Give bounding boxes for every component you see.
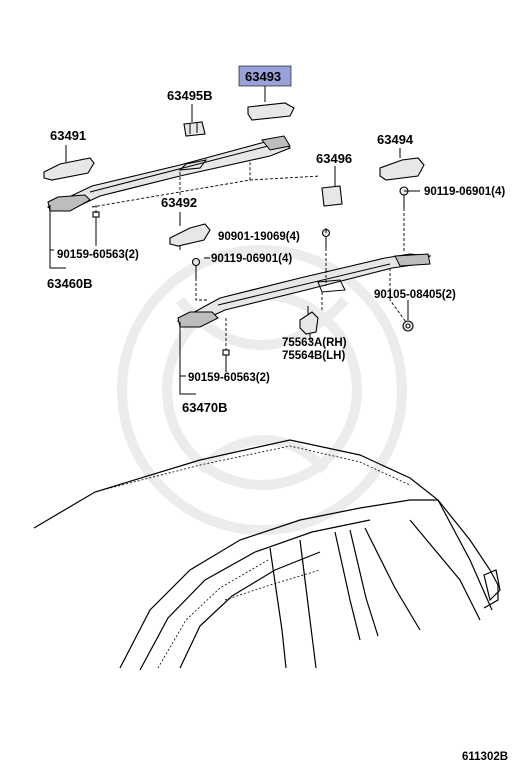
end-cover-63493[interactable] xyxy=(247,102,295,121)
highlight-box xyxy=(238,65,292,87)
clip-63496[interactable] xyxy=(321,185,343,207)
label-90159-60563-lower[interactable]: 90159-60563(2) xyxy=(188,372,270,384)
label-63495b[interactable]: 63495B xyxy=(167,88,213,103)
label-63470b[interactable]: 63470B xyxy=(182,400,228,415)
label-90159-60563-upper[interactable]: 90159-60563(2) xyxy=(57,249,139,261)
bolt-icon xyxy=(399,186,409,208)
label-75564b[interactable]: 75564B(LH) xyxy=(282,350,345,362)
label-90105-08405[interactable]: 90105-08405(2) xyxy=(374,289,456,301)
label-75563a[interactable]: 75563A(RH) xyxy=(282,337,347,349)
vehicle-outline xyxy=(33,439,501,671)
clip-63495b[interactable] xyxy=(183,121,206,137)
roof-rail-upper[interactable] xyxy=(46,135,291,212)
figure-code: 611302B xyxy=(462,751,508,763)
end-cover-63491[interactable] xyxy=(43,157,95,181)
label-90119-06901-mid[interactable]: 90119-06901(4) xyxy=(211,253,292,265)
label-63493[interactable]: 63493 xyxy=(245,69,281,84)
label-63460b[interactable]: 63460B xyxy=(47,276,93,291)
label-90901-19069[interactable]: 90901-19069(4) xyxy=(218,231,300,243)
screw-icon xyxy=(92,211,100,232)
label-63496[interactable]: 63496 xyxy=(316,151,352,166)
bolt-icon xyxy=(191,257,201,278)
bracket-icon[interactable] xyxy=(299,306,319,335)
label-90119-06901-top[interactable]: 90119-06901(4) xyxy=(424,186,505,198)
label-63491[interactable]: 63491 xyxy=(50,128,86,143)
nut-icon xyxy=(402,320,414,332)
label-63494[interactable]: 63494 xyxy=(377,132,414,147)
end-cover-63492[interactable] xyxy=(169,223,211,247)
roof-rail-lower[interactable] xyxy=(176,253,432,328)
screw-icon xyxy=(222,349,230,368)
label-63492[interactable]: 63492 xyxy=(161,195,197,210)
end-cover-63494[interactable] xyxy=(379,157,425,181)
